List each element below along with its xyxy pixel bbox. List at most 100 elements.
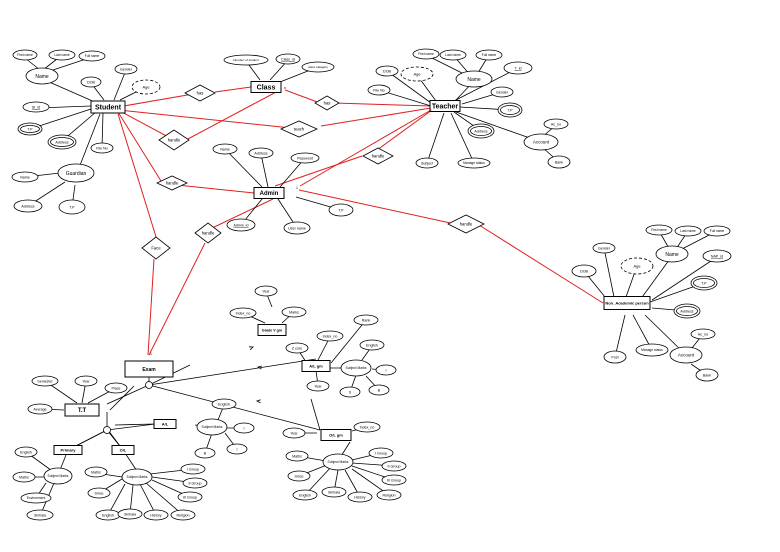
attribute-n_tp: T.P	[690, 275, 718, 291]
attribute-ellipse	[328, 203, 354, 217]
attribute-alg_b-label: B	[378, 388, 381, 392]
cardinality-label: n	[284, 86, 286, 90]
entity-tt[interactable]: T.T	[64, 403, 100, 417]
attribute-tt_year-label: Year	[82, 379, 90, 383]
attribute-cls_num-label: Number of student	[233, 58, 259, 62]
attribute-n_age: Age	[620, 257, 654, 275]
attribute-stu_tp: T.P	[17, 122, 43, 136]
attribute-stu_first-label: First name	[17, 53, 33, 57]
entity-ol_gm[interactable]: O/L gm	[320, 429, 352, 441]
attribute-t_last-label: Last name	[445, 53, 461, 57]
attribute-ellipse	[543, 118, 569, 130]
entity-class[interactable]: Class	[250, 81, 282, 93]
entity-student[interactable]: Student	[90, 100, 126, 114]
relationship-handle5-label: handle	[460, 221, 473, 226]
attribute-t_tp: T.P	[497, 102, 523, 118]
relationship-has1-label: has	[197, 90, 204, 95]
attribute-ellipse	[620, 257, 654, 275]
attribute-t_gender: Gender	[490, 86, 514, 98]
attribute-n_dob: DOB	[571, 264, 597, 278]
relationship-has2[interactable]: has	[314, 95, 340, 111]
attribute-ellipse	[84, 466, 108, 478]
attribute-ellipse	[321, 486, 347, 498]
attribute-n_last: Last name	[674, 225, 702, 237]
attribute-stu_age: Age	[131, 79, 161, 95]
attribute-olg_english: English	[292, 489, 318, 501]
attribute-ellipse	[290, 152, 320, 164]
attribute-alg_year-label: Year	[314, 384, 322, 388]
attribute-al_i-label: I	[244, 426, 245, 430]
entity-admin[interactable]: Admin	[253, 187, 285, 199]
attribute-ellipse	[114, 63, 138, 75]
attribute-ellipse	[669, 346, 703, 364]
attribute-ol_english-label: English	[102, 513, 114, 517]
attribute-stu_tp-label: T.P	[27, 127, 33, 131]
relationship-diamond	[184, 84, 216, 102]
entity-al_gm[interactable]: A/L gm	[301, 360, 331, 372]
entity-box	[320, 429, 352, 441]
attribute-line	[148, 384, 321, 431]
relationship-line	[148, 242, 206, 356]
attribute-t_first: First name	[412, 48, 440, 60]
attribute-line	[148, 358, 317, 386]
attribute-ellipse	[223, 54, 269, 66]
attribute-ellipse	[655, 245, 689, 263]
relationship-line	[298, 189, 456, 225]
attribute-t_tp-label: T.P	[507, 108, 513, 112]
attribute-pr_maths-label: Maths	[19, 475, 29, 479]
attribute-t_last: Last name	[439, 49, 467, 61]
entity-box	[429, 100, 461, 112]
entity-ol[interactable]: O/L	[111, 445, 135, 455]
attribute-ellipse	[121, 468, 153, 486]
attribute-ellipse	[226, 218, 256, 232]
attribute-olg_religion-label: Religion	[383, 493, 396, 497]
entity-teacher[interactable]: Teacher	[429, 100, 461, 112]
relationship-handle1[interactable]: handle	[158, 129, 190, 151]
attribute-al_i-label: I	[237, 447, 238, 451]
attribute-gv_marks-label: Marks	[289, 310, 299, 314]
attribute-line	[260, 153, 269, 188]
attribute-ellipse	[475, 49, 503, 61]
entity-al[interactable]: A/L	[153, 419, 177, 429]
attribute-ol_iigroup-label: II Group	[189, 481, 202, 485]
attribute-cls_cat: class catagory	[301, 61, 335, 73]
entity-nonacad[interactable]: Non_Academic person	[603, 296, 651, 310]
attribute-n_full: Full name	[703, 225, 731, 237]
multivalued-ring	[500, 105, 520, 115]
attribute-ellipse	[13, 199, 43, 213]
entity-exam[interactable]: Exam	[124, 360, 174, 378]
attribute-ellipse	[702, 249, 732, 263]
attribute-olg_religion: Religion	[376, 489, 402, 501]
relationship-diamond	[158, 129, 190, 151]
entity-grade_v[interactable]: Grade V gm	[257, 324, 287, 336]
attribute-n_first: First name	[645, 224, 673, 236]
attribute-t_gender-label: Gender	[496, 90, 509, 94]
attribute-ellipse	[635, 343, 669, 357]
attribute-t_fileno: File No	[367, 84, 391, 96]
attribute-alg_index-label: Index_no	[323, 334, 338, 338]
attribute-pr_sm-label: Subject Marks	[48, 474, 69, 478]
entity-box	[257, 324, 287, 336]
entity-box	[250, 81, 282, 93]
attribute-ol_sinhala: Sinhala	[117, 508, 143, 520]
attribute-a_id: Admin_id	[226, 218, 256, 232]
relationship-handle4[interactable]: handle	[194, 222, 222, 244]
attribute-stu_full-label: Full name	[85, 54, 100, 58]
attribute-ol_sm: Subject Marks	[121, 468, 153, 486]
attribute-tt_semester-label: Semester	[37, 379, 53, 383]
relationship-teach[interactable]: teach	[280, 120, 318, 138]
attribute-alg_b: B	[368, 384, 390, 396]
attribute-alg_sm: Subject Marks	[340, 359, 372, 377]
relationship-handle3[interactable]: handle	[362, 147, 394, 165]
attribute-al_sm-label: Subject Marks	[202, 425, 223, 429]
entity-ol_gm-label: O/L gm	[329, 432, 343, 437]
attribute-al_b: B	[194, 447, 216, 459]
relationship-handle2[interactable]: handle	[156, 175, 188, 191]
entity-primary[interactable]: Primary	[53, 445, 83, 455]
attribute-tt_place: Place	[104, 382, 128, 394]
relationship-face[interactable]: Face	[141, 236, 171, 260]
attribute-t_manage: Manage status	[457, 157, 491, 169]
relationship-has1[interactable]: has	[184, 84, 216, 102]
attribute-ellipse	[27, 403, 53, 415]
relationship-handle5[interactable]: handle	[447, 214, 485, 234]
